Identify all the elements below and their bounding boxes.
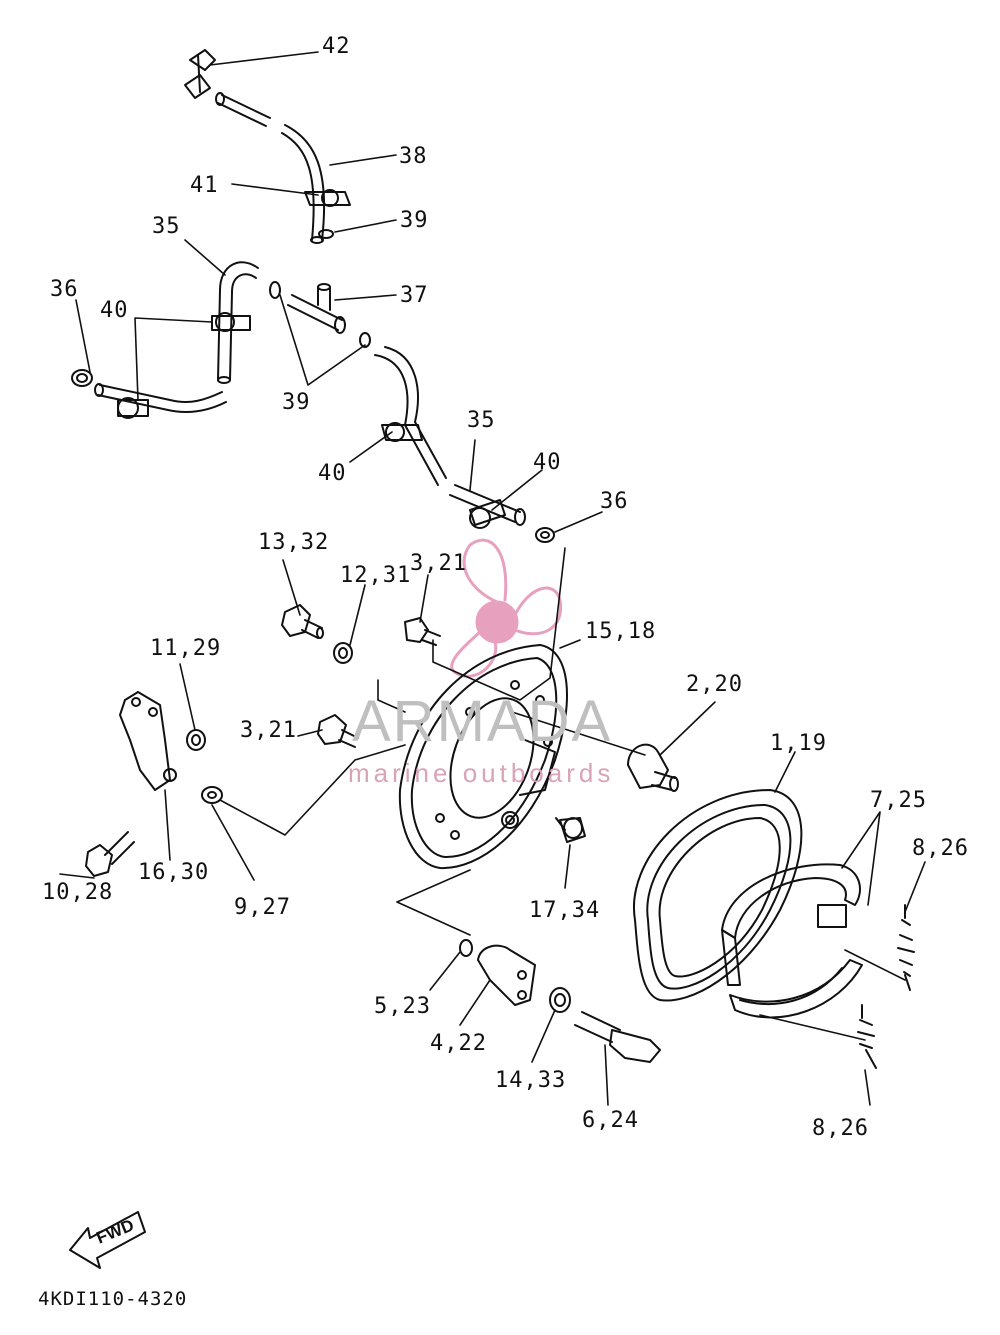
part-15-backing-plate [398, 644, 568, 870]
callout-15-18: 15,18 [585, 619, 657, 644]
part-1-brake-drum [632, 789, 803, 1002]
part-41-clamp [304, 189, 351, 207]
part-11-lock-washer [186, 729, 206, 751]
callout-3-21: 3,21 [240, 718, 297, 743]
part-4-cam-shaft [477, 944, 536, 1006]
callout-7-25: 7,25 [870, 788, 927, 813]
callout-39: 39 [400, 208, 429, 233]
part-7-brake-shoe-upper [721, 863, 861, 986]
callout-42: 42 [322, 34, 351, 59]
callout-40: 40 [100, 298, 129, 323]
part-40-clamp-left [117, 312, 251, 419]
part-3-bolt-upper [404, 617, 441, 646]
callout-9-27: 9,27 [234, 895, 291, 920]
part-37-tee-fitting [287, 283, 346, 334]
part-8-return-spring-upper [897, 904, 915, 991]
callout-3-21: 3,21 [410, 551, 467, 576]
drawing-code: 4KDI110-4320 [38, 1288, 188, 1310]
watermark-propeller-icon [450, 538, 563, 678]
part-35-hose-right [374, 346, 526, 526]
callout-41: 41 [190, 173, 219, 198]
callout-40: 40 [318, 461, 347, 486]
part-38-hose [215, 92, 326, 244]
callout-1-19: 1,19 [770, 731, 827, 756]
callout-36: 36 [600, 489, 629, 514]
callout-40: 40 [533, 450, 562, 475]
part-13-bolt [281, 604, 324, 639]
part-9-pin [201, 786, 223, 804]
callout-35: 35 [467, 408, 496, 433]
callout-17-34: 17,34 [529, 898, 601, 923]
part-40-clamp-right [381, 422, 506, 529]
callout-38: 38 [399, 144, 428, 169]
callout-12-31: 12,31 [340, 563, 412, 588]
callout-35: 35 [152, 214, 181, 239]
part-5-o-ring [459, 939, 473, 957]
part-2-cam [627, 743, 679, 792]
part-36-clip-right [535, 527, 555, 543]
part-36-clip-left [71, 369, 93, 387]
part-6-wear-indicator [574, 1011, 661, 1063]
fwd-arrow-icon [69, 1211, 146, 1269]
part-39-clip-b [359, 332, 371, 348]
part-12-washer [333, 642, 353, 664]
leader-lines [59, 51, 926, 1106]
part-8-return-spring-lower [857, 1004, 877, 1069]
part-39-clip-a [269, 281, 281, 299]
callout-16-30: 16,30 [138, 860, 210, 885]
part-16-brake-lever [119, 691, 177, 791]
part-42-clip [184, 49, 216, 99]
part-14-washer [549, 987, 571, 1013]
part-39-clip-upper [318, 229, 334, 239]
callout-36: 36 [50, 277, 79, 302]
callout-10-28: 10,28 [42, 880, 114, 905]
watermark-title: ARMADA [352, 689, 613, 754]
callout-2-20: 2,20 [686, 672, 743, 697]
callout-8-26: 8,26 [912, 836, 969, 861]
part-10-bolt [85, 831, 135, 877]
callout-39: 39 [282, 390, 311, 415]
callout-37: 37 [400, 283, 429, 308]
watermark-subtitle: marine outboards [348, 758, 615, 788]
part-17-socket-bolt [555, 817, 586, 843]
part-3-bolt-lower [317, 714, 359, 748]
callout-13-32: 13,32 [258, 530, 330, 555]
callout-14-33: 14,33 [495, 1068, 567, 1093]
callout-11-29: 11,29 [150, 636, 222, 661]
callout-5-23: 5,23 [374, 994, 431, 1019]
callout-6-24: 6,24 [582, 1108, 639, 1133]
part-35-hose-left [94, 261, 259, 413]
callout-4-22: 4,22 [430, 1031, 487, 1056]
part-7-brake-shoe-lower [729, 959, 863, 1019]
callout-8-26: 8,26 [812, 1116, 869, 1141]
